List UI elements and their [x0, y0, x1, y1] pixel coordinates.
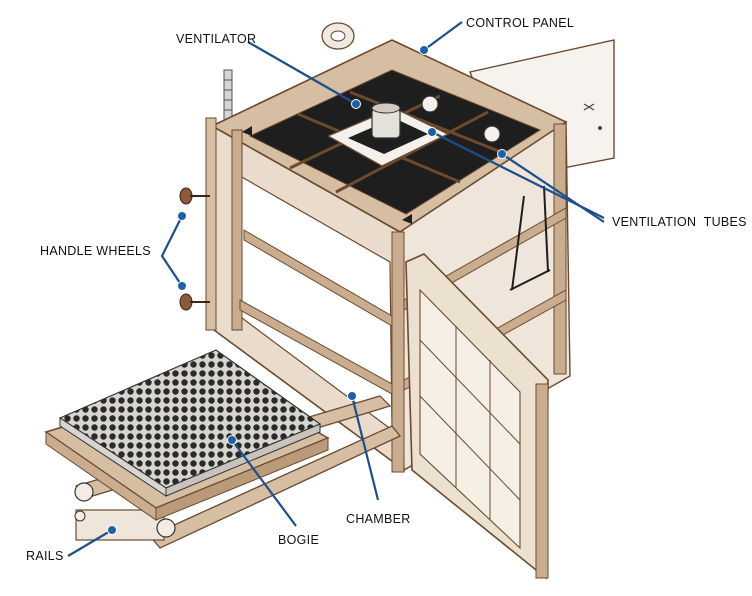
lifting-hook — [321, 22, 355, 50]
leader-dots — [107, 45, 507, 535]
leader-bogie — [231, 439, 297, 527]
dot-bogie — [227, 435, 237, 445]
leader-rails — [67, 529, 113, 557]
label-ventilator: VENTILATOR — [176, 32, 257, 46]
label-chamber: CHAMBER — [346, 512, 411, 526]
dot-handle-wheel-bottom — [177, 281, 187, 291]
leader-control-panel — [423, 21, 463, 51]
leader-ventilator — [247, 41, 357, 105]
leader-chamber — [350, 395, 380, 501]
dot-chamber — [347, 391, 357, 401]
ventilation-tubes — [421, 95, 501, 143]
cables — [509, 185, 551, 291]
leader-tube-2 — [501, 153, 605, 223]
label-rails: RAILS — [26, 549, 64, 563]
bogie — [44, 349, 330, 521]
dot-control-panel — [419, 45, 429, 55]
dot-ventilator — [351, 99, 361, 109]
dot-rails — [107, 525, 117, 535]
handle-wheels — [179, 117, 217, 331]
label-control-panel: CONTROL PANEL — [466, 16, 575, 30]
leader-handle-wheels — [160, 215, 183, 287]
dot-tube-2 — [497, 149, 507, 159]
dot-handle-wheel-top — [177, 211, 187, 221]
ventilator-unit — [326, 102, 450, 167]
dot-tube-1 — [427, 127, 437, 137]
label-handle-wheels: HANDLE WHEELS — [40, 244, 151, 258]
chamber-door — [405, 253, 549, 580]
label-bogie: BOGIE — [278, 533, 320, 547]
label-ventilation-tubes: VENTILATION TUBES — [612, 215, 747, 229]
leader-lines — [67, 21, 605, 557]
